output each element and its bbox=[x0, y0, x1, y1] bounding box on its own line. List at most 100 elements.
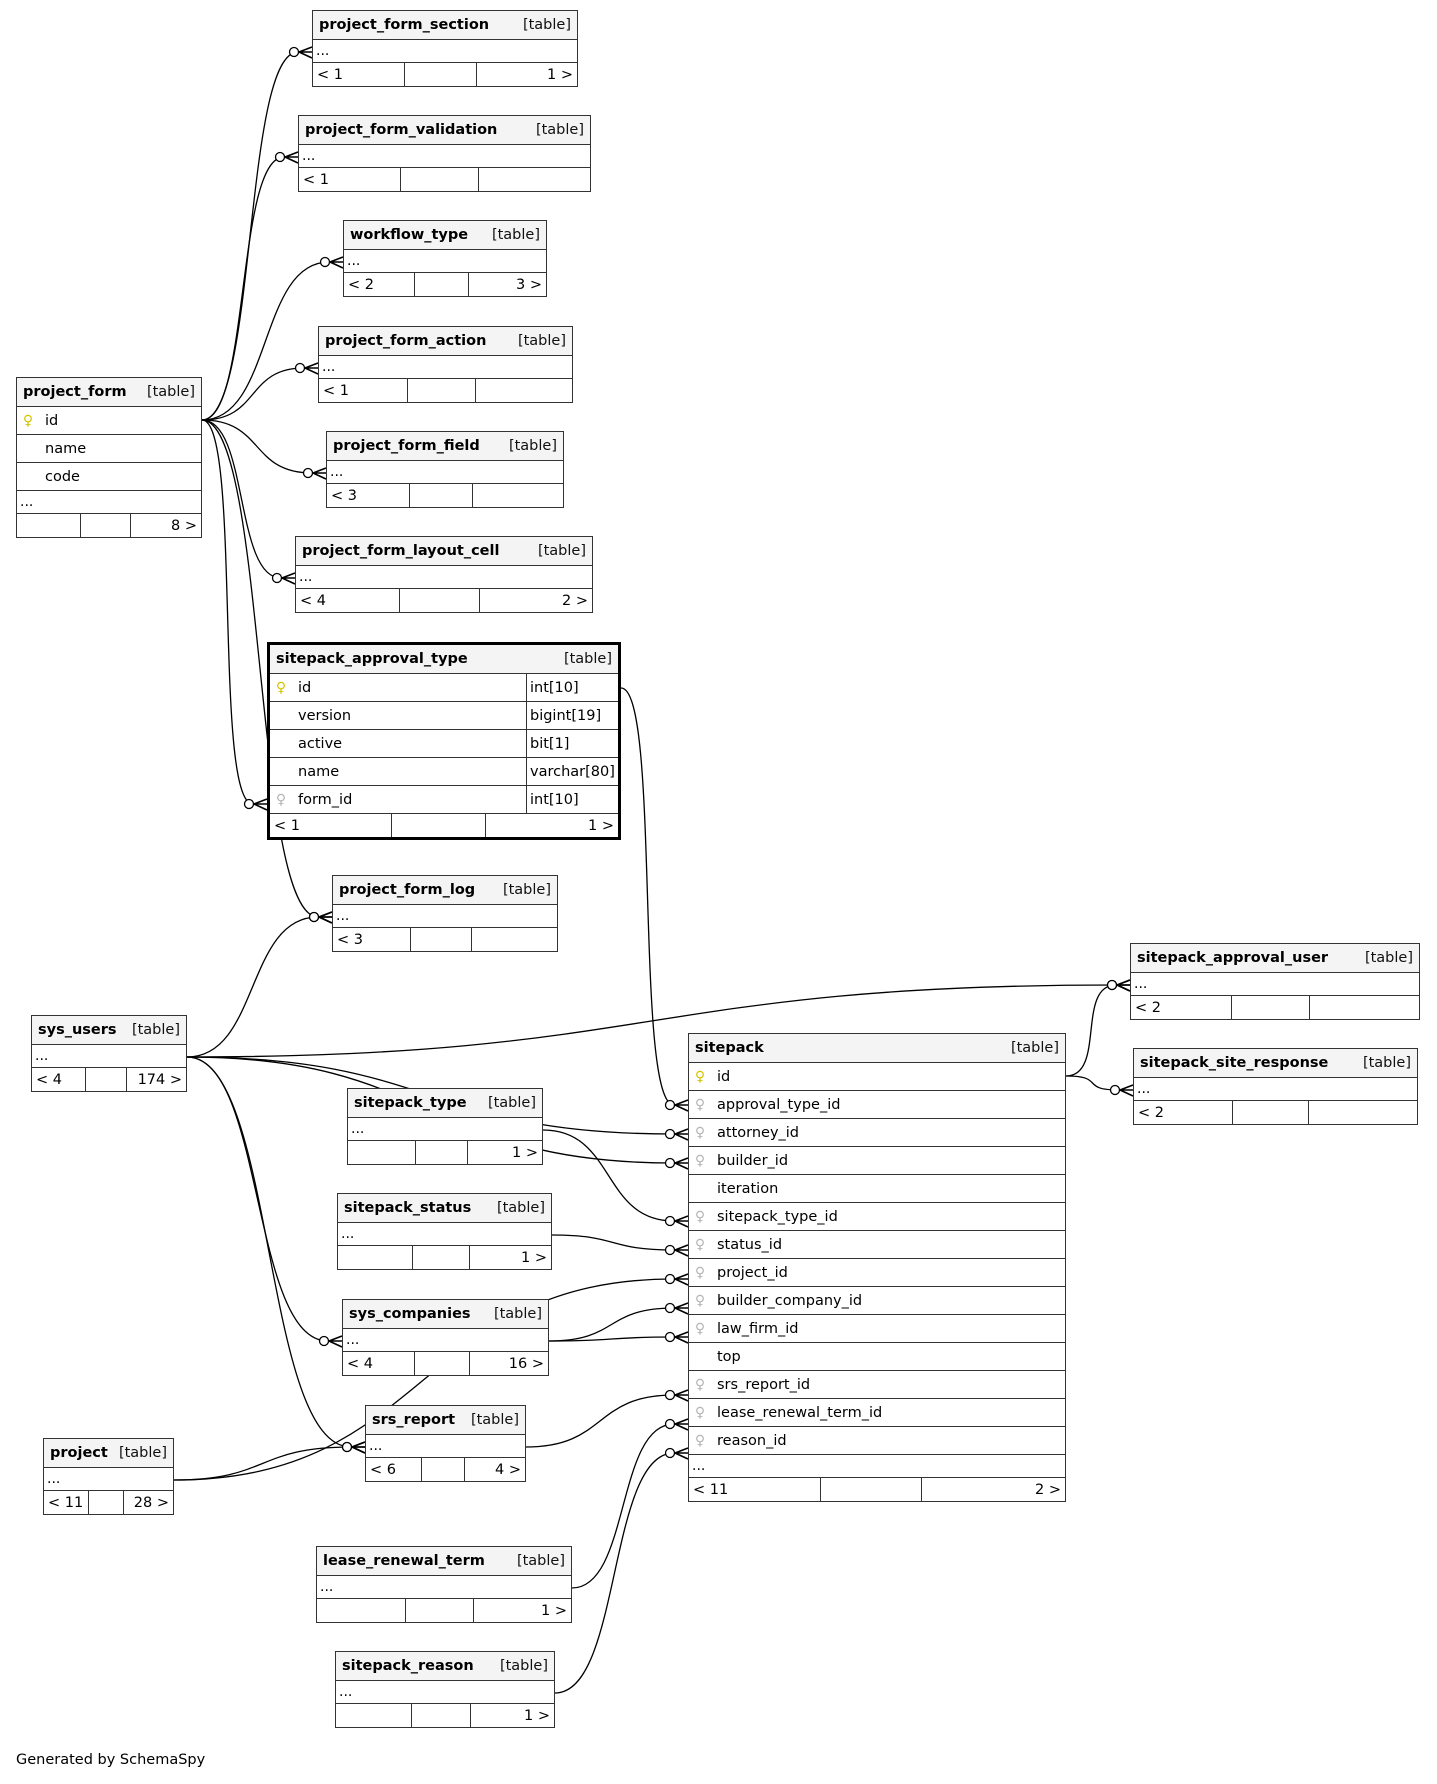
parents-count[interactable]: < 1 bbox=[313, 63, 406, 86]
parents-count[interactable]: < 4 bbox=[32, 1068, 86, 1091]
column-row[interactable]: ♀law_firm_id bbox=[689, 1315, 1065, 1343]
table-name[interactable]: sitepack_approval_user bbox=[1137, 950, 1329, 966]
children-count[interactable]: 4 > bbox=[495, 1461, 521, 1478]
children-count[interactable]: 2 > bbox=[1035, 1481, 1061, 1498]
children-count[interactable] bbox=[472, 928, 557, 951]
children-count[interactable]: 1 > bbox=[524, 1707, 550, 1724]
children-count[interactable]: 3 > bbox=[516, 276, 542, 293]
parents-count[interactable]: < 11 bbox=[44, 1491, 90, 1514]
table-lease_renewal_term[interactable]: lease_renewal_term[table] ... 1 > bbox=[316, 1546, 572, 1623]
table-sitepack[interactable]: sitepack[table] ♀id♀approval_type_id♀att… bbox=[688, 1033, 1066, 1502]
table-name[interactable]: project_form bbox=[23, 384, 127, 400]
children-count[interactable]: 1 > bbox=[521, 1249, 547, 1266]
table-name[interactable]: workflow_type bbox=[350, 227, 469, 243]
parents-count[interactable]: < 1 bbox=[270, 814, 392, 837]
parents-count[interactable]: < 2 bbox=[1131, 996, 1232, 1019]
table-project_form_validation[interactable]: project_form_validation[table] ... < 1 bbox=[298, 115, 591, 192]
table-name[interactable]: project_form_action bbox=[325, 333, 487, 349]
children-count[interactable] bbox=[473, 484, 563, 507]
parents-count[interactable] bbox=[348, 1141, 416, 1164]
children-count[interactable]: 2 > bbox=[562, 592, 588, 609]
column-row[interactable]: ♀builder_id bbox=[689, 1147, 1065, 1175]
table-name[interactable]: srs_report bbox=[372, 1412, 456, 1428]
parents-count[interactable]: < 2 bbox=[344, 273, 415, 296]
column-row[interactable]: ♀srs_report_id bbox=[689, 1371, 1065, 1399]
children-count[interactable] bbox=[1310, 996, 1419, 1019]
table-project_form_action[interactable]: project_form_action[table] ... < 1 bbox=[318, 326, 573, 403]
table-name[interactable]: sitepack bbox=[695, 1040, 764, 1056]
children-count[interactable]: 1 > bbox=[547, 66, 573, 83]
table-name[interactable]: project_form_layout_cell bbox=[302, 543, 500, 559]
children-count[interactable]: 1 > bbox=[588, 817, 614, 834]
column-row[interactable]: top bbox=[689, 1343, 1065, 1371]
parents-count[interactable] bbox=[338, 1246, 413, 1269]
parents-count[interactable]: < 2 bbox=[1134, 1101, 1234, 1124]
table-name[interactable]: project bbox=[50, 1445, 108, 1461]
children-count[interactable]: 16 > bbox=[508, 1355, 544, 1372]
children-count[interactable]: 8 > bbox=[171, 517, 197, 534]
column-row[interactable]: ♀project_id bbox=[689, 1259, 1065, 1287]
column-row[interactable]: ♀attorney_id bbox=[689, 1119, 1065, 1147]
table-name[interactable]: sitepack_approval_type bbox=[276, 651, 468, 667]
column-row[interactable]: ♀status_id bbox=[689, 1231, 1065, 1259]
parents-count[interactable] bbox=[317, 1599, 406, 1622]
children-count[interactable]: 1 > bbox=[541, 1602, 567, 1619]
parents-count[interactable]: < 1 bbox=[299, 168, 401, 191]
children-count[interactable] bbox=[1309, 1101, 1417, 1124]
table-project_form_log[interactable]: project_form_log[table] ... < 3 bbox=[332, 875, 558, 952]
parents-count[interactable]: < 11 bbox=[689, 1478, 821, 1501]
column-row[interactable]: iteration bbox=[689, 1175, 1065, 1203]
table-sitepack_status[interactable]: sitepack_status[table] ... 1 > bbox=[337, 1193, 552, 1270]
children-count[interactable]: 1 > bbox=[512, 1144, 538, 1161]
column-row[interactable]: name bbox=[17, 435, 201, 463]
parents-count[interactable] bbox=[17, 514, 82, 537]
parents-count[interactable]: < 4 bbox=[343, 1352, 415, 1375]
table-sitepack_type[interactable]: sitepack_type[table] ... 1 > bbox=[347, 1088, 543, 1165]
column-row[interactable]: ♀id bbox=[689, 1063, 1065, 1091]
parents-count[interactable]: < 3 bbox=[327, 484, 410, 507]
parents-count[interactable]: < 1 bbox=[319, 379, 408, 402]
table-name[interactable]: project_form_field bbox=[333, 438, 480, 454]
children-count[interactable]: 174 > bbox=[137, 1071, 182, 1088]
table-name[interactable]: sitepack_site_response bbox=[1140, 1055, 1329, 1071]
children-count[interactable]: 28 > bbox=[133, 1494, 169, 1511]
table-project_form[interactable]: project_form[table] ♀id name code ... 8 … bbox=[16, 377, 202, 538]
children-count[interactable] bbox=[476, 379, 572, 402]
parents-count[interactable]: < 4 bbox=[296, 589, 400, 612]
table-name[interactable]: project_form_section bbox=[319, 17, 490, 33]
table-sitepack_reason[interactable]: sitepack_reason[table] ... 1 > bbox=[335, 1651, 555, 1728]
table-name[interactable]: project_form_log bbox=[339, 882, 476, 898]
parents-count[interactable]: < 6 bbox=[366, 1458, 422, 1481]
parents-count[interactable] bbox=[336, 1704, 413, 1727]
table-name[interactable]: sitepack_type bbox=[354, 1095, 467, 1111]
parents-count[interactable]: < 3 bbox=[333, 928, 412, 951]
table-project_form_field[interactable]: project_form_field[table] ... < 3 bbox=[326, 431, 564, 508]
table-name[interactable]: project_form_validation bbox=[305, 122, 498, 138]
column-row[interactable]: ♀sitepack_type_id bbox=[689, 1203, 1065, 1231]
table-name[interactable]: sitepack_status bbox=[344, 1200, 472, 1216]
column-row[interactable]: ♀reason_id bbox=[689, 1427, 1065, 1455]
table-name[interactable]: sys_companies bbox=[349, 1306, 471, 1322]
table-sitepack_site_response[interactable]: sitepack_site_response[table] ... < 2 bbox=[1133, 1048, 1418, 1125]
column-row[interactable]: ♀builder_company_id bbox=[689, 1287, 1065, 1315]
column-row[interactable]: code bbox=[17, 463, 201, 491]
table-sitepack_approval_user[interactable]: sitepack_approval_user[table] ... < 2 bbox=[1130, 943, 1420, 1020]
table-name[interactable]: sitepack_reason bbox=[342, 1658, 474, 1674]
column-row[interactable]: ♀id bbox=[17, 407, 201, 435]
column-row[interactable]: ♀lease_renewal_term_id bbox=[689, 1399, 1065, 1427]
table-name[interactable]: lease_renewal_term bbox=[323, 1553, 485, 1569]
children-count[interactable] bbox=[479, 168, 590, 191]
column-row[interactable]: ♀approval_type_id bbox=[689, 1091, 1065, 1119]
